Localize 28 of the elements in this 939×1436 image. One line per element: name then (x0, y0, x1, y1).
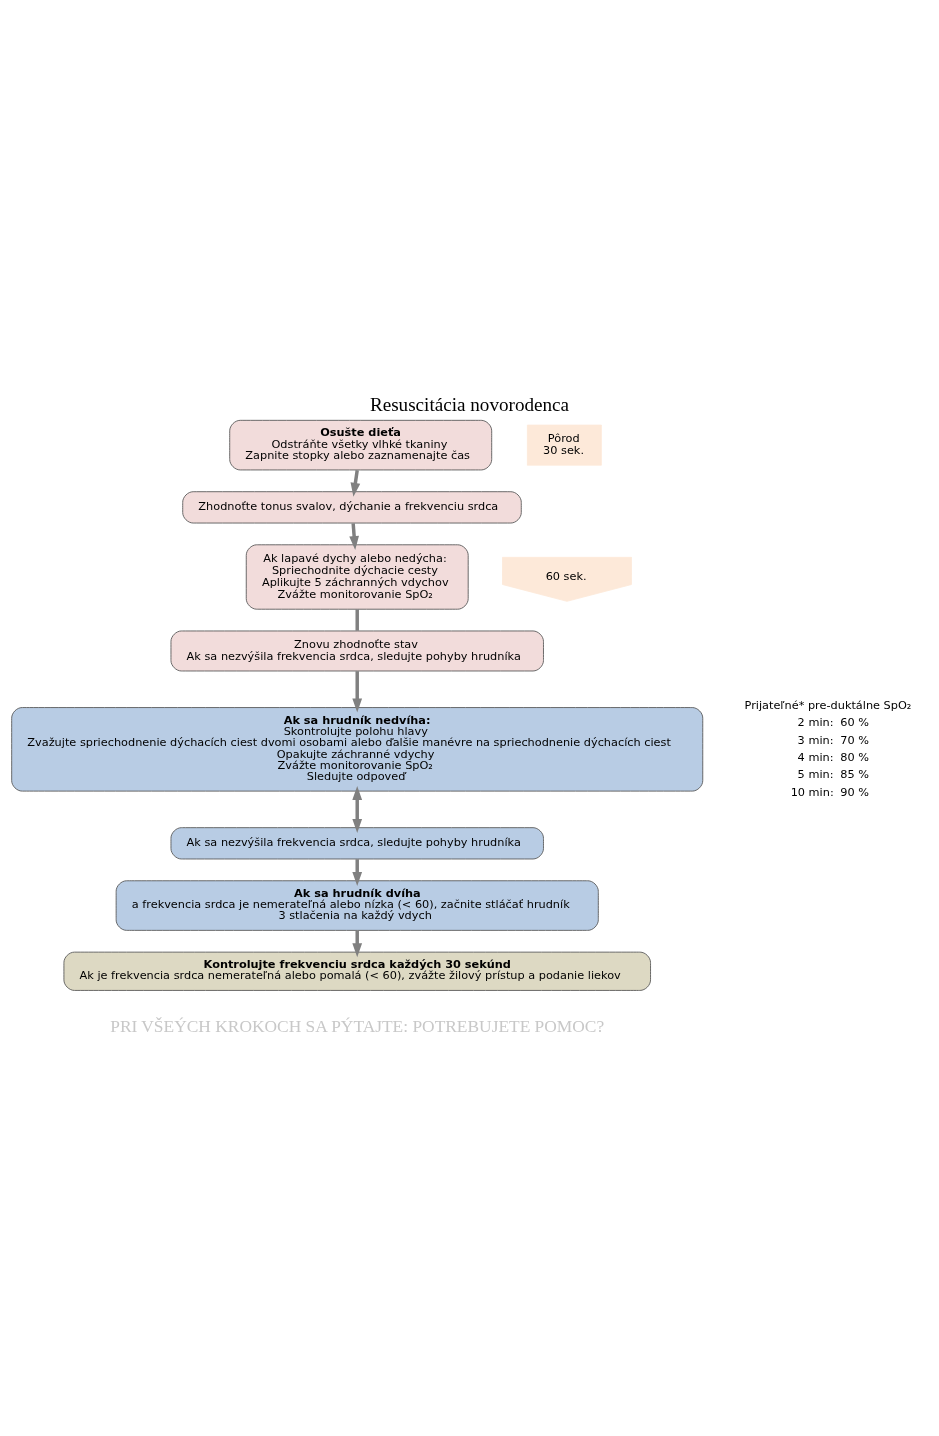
label: 2 min: (797, 716, 834, 730)
arrow (352, 785, 363, 833)
label: 10 min: (790, 785, 834, 799)
label: 80 % (840, 751, 869, 764)
label: 3 min: (797, 733, 834, 747)
node-box: Ak sa hrudník nedvíha: Skontrolujte polohu hlavy Zvažujte spriechodnenie dýchacích ciest dvomi osobami alebo ďalšie manévre na spriechodnenie dýchacích ciest Opakujte záchranné vdychy Zvážte monitorovanie SpO₂ Sledujte odpoveď (11, 707, 704, 792)
arrow (350, 470, 361, 497)
node-box: Zhodnoťte tonus svalov, dýchanie a frekvenciu srdca (182, 491, 522, 524)
label: 85 % (840, 768, 869, 782)
arrow (352, 859, 363, 886)
node-box: Kontrolujte frekvenciu srdca každých 30 sekúnd Ak je frekvencia srdca nemerateľná alebo pomalá (< 60), zvážte žilový prístup a podanie liekov (63, 951, 651, 991)
diagram-title: Resuscitácia novorodenca (369, 394, 570, 416)
label: 4 min: (797, 751, 834, 764)
node-box: Ak sa nezvýšila frekvencia srdca, sledujte pohyby hrudníka (170, 827, 544, 860)
node-box: Ak lapavé dychy alebo nedýcha: Spriechodnite dýchacie cesty Aplikujte 5 záchranných vdychov Zvážte monitorovanie SpO₂ (245, 544, 469, 610)
node-box: Pôrod 30 sek. (526, 424, 602, 466)
label: 90 % (840, 785, 869, 799)
arrow (349, 523, 359, 550)
node-box: Ak sa hrudník dvíha a frekvencia srdca je nemerateľná alebo nízka (< 60), začnite stláčať hrudník 3 stlačenia na každý vdych (115, 880, 599, 931)
label: Prijateľné* pre-duktálne SpO₂ (744, 698, 912, 712)
label: 60 % (840, 716, 869, 730)
label: 5 min: (797, 768, 834, 782)
arrow (352, 671, 363, 713)
node-box: Znovu zhodnoťte stav Ak sa nezvýšila frekvencia srdca, sledujte pohyby hrudníka (170, 630, 544, 672)
connector (355, 609, 359, 631)
label: 70 % (840, 733, 869, 747)
arrow (352, 930, 363, 958)
node-box: Osušte dieťa Odstráňte všetky vlhké tkaniny Zapnite stopky alebo zaznamenajte čas (229, 419, 493, 471)
